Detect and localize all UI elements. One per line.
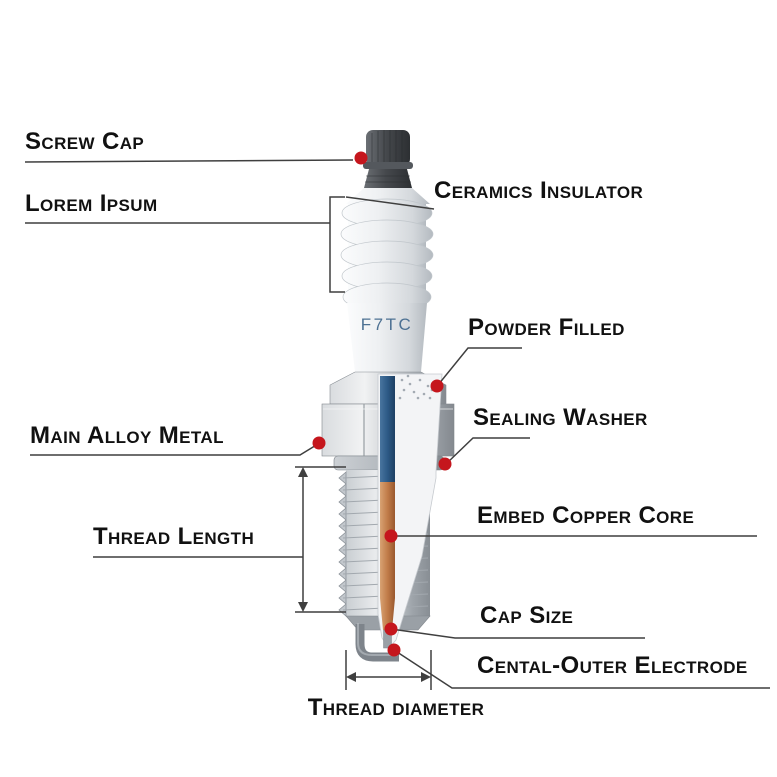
marker-screw-cap <box>354 151 368 165</box>
spark-plug-illustration <box>321 130 455 662</box>
label-main-alloy-metal: Main Alloy Metal <box>30 422 224 449</box>
marker-main-alloy-metal <box>312 436 326 450</box>
leader-cental-outer-electrode <box>393 649 770 689</box>
label-thread-length: Thread Length <box>93 523 255 550</box>
powder-fill-dots <box>398 374 434 400</box>
cutaway-section <box>377 373 443 649</box>
leader-cap-size <box>390 628 645 639</box>
marker-cental-outer-electrode <box>387 643 401 657</box>
label-embed-copper-core: Embed Copper Core <box>477 502 695 529</box>
leader-main-alloy-metal <box>30 443 319 456</box>
label-ceramics-insulator: Ceramics Insulator <box>434 177 644 204</box>
label-lorem-ipsum: Lorem Ipsum <box>25 190 158 217</box>
leader-powder-filled <box>437 347 522 386</box>
ceramic-insulator <box>340 198 434 372</box>
arrowhead-down-icon <box>298 602 308 612</box>
leader-screw-cap <box>24 159 354 163</box>
label-screw-cap: Screw Cap <box>25 128 145 155</box>
leader-sealing-washer <box>445 437 530 465</box>
label-powder-filled: Powder Filled <box>468 314 625 341</box>
ground-electrode <box>355 623 399 662</box>
label-thread-diameter: Thread diameter <box>307 694 485 721</box>
terminal-cap <box>346 130 430 204</box>
arrowhead-right-icon <box>421 672 431 682</box>
marker-powder-filled <box>430 379 444 393</box>
label-sealing-washer: Sealing Washer <box>473 404 648 431</box>
copper-core <box>380 482 395 630</box>
arrowhead-up-icon <box>298 467 308 477</box>
marker-cap-size <box>384 622 398 636</box>
insulator-cone <box>347 303 427 372</box>
label-cental-outer-electrode: Cental-Outer Electrode <box>477 652 748 679</box>
marker-sealing-washer <box>438 457 452 471</box>
leader-lines <box>24 159 770 690</box>
part-code-marking: F7TC <box>360 315 414 334</box>
insulator-bracket <box>329 196 345 293</box>
marker-dots <box>312 151 452 657</box>
marker-embed-copper-core <box>384 529 398 543</box>
arrowhead-left-icon <box>346 672 356 682</box>
leader-ceramics-insulator <box>345 196 435 210</box>
arrowheads <box>298 467 431 682</box>
center-electrode-upper <box>380 376 395 482</box>
annotations <box>24 151 770 690</box>
label-cap-size: Cap Size <box>480 602 574 629</box>
